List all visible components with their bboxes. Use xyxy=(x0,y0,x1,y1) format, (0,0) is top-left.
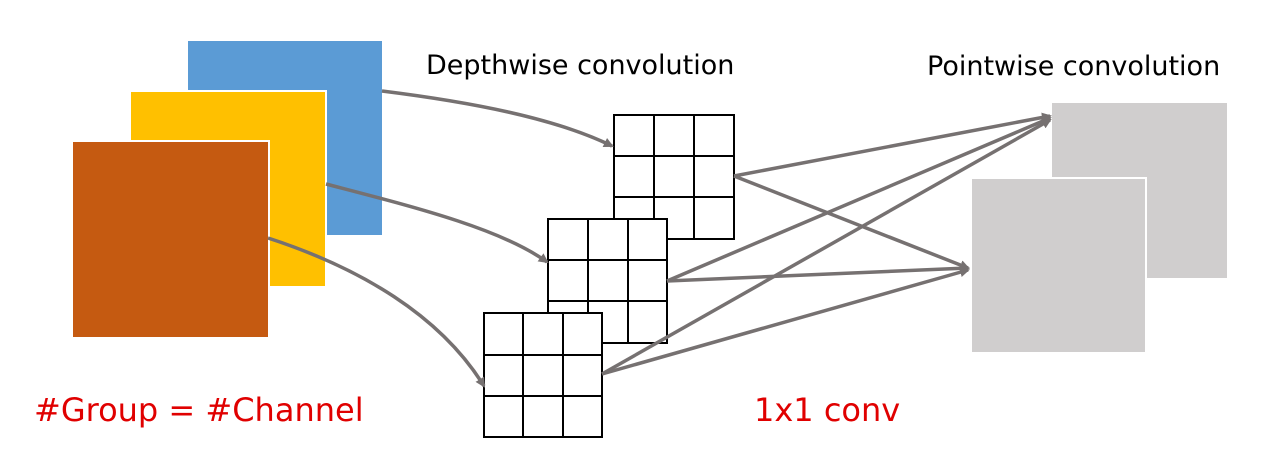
depthwise-label: Depthwise convolution xyxy=(426,50,734,81)
arrow-kernel-1-to-output-back xyxy=(733,112,1052,178)
arrow-kernel-3-to-output-front xyxy=(601,267,970,376)
depthwise-kernel-3 xyxy=(483,312,603,438)
arrow-kernel-2-to-output-back xyxy=(666,116,1052,283)
arrow-yellow-to-kernel-2 xyxy=(325,182,549,264)
arrow-blue-to-kernel-1 xyxy=(381,89,614,148)
arrow-kernel-2-to-output-front xyxy=(666,263,970,283)
one-by-one-conv-label: 1x1 conv xyxy=(754,391,900,429)
group-equals-channel-label: #Group = #Channel xyxy=(34,391,364,429)
arrow-kernel-1-to-output-front xyxy=(733,174,970,270)
output-map-front xyxy=(970,177,1147,354)
input-channel-orange xyxy=(71,140,270,339)
arrow-orange-to-kernel-3 xyxy=(267,236,486,388)
pointwise-label: Pointwise convolution xyxy=(927,51,1220,82)
arrow-kernel-3-to-output-back xyxy=(601,118,1052,376)
